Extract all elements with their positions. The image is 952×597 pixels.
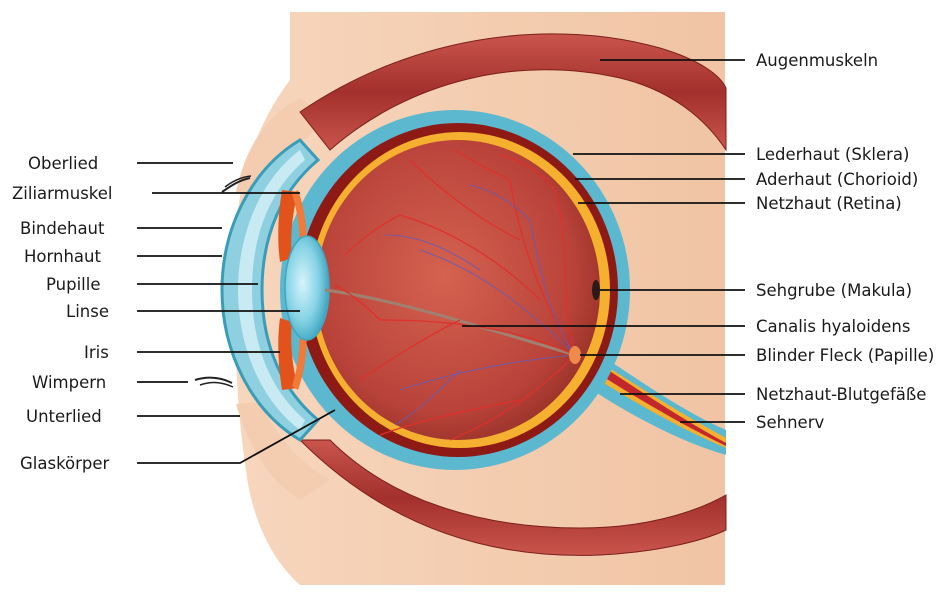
label-glaskoerper: Glaskörper [20, 454, 110, 473]
label-ziliarmuskel: Ziliarmuskel [12, 184, 113, 203]
label-aderhaut: Aderhaut (Chorioid) [756, 170, 918, 189]
label-lederhaut: Lederhaut (Sklera) [756, 145, 909, 164]
label-pupille: Pupille [46, 275, 101, 294]
label-sehgrube: Sehgrube (Makula) [756, 281, 912, 300]
label-canalis: Canalis hyaloidens [756, 317, 911, 336]
label-sehnerv: Sehnerv [756, 413, 824, 432]
label-netzhaut: Netzhaut (Retina) [756, 194, 902, 213]
vitreous-body [316, 140, 600, 440]
label-linse: Linse [66, 302, 109, 321]
label-iris: Iris [84, 343, 109, 362]
label-netzhaut-blutgefaesse: Netzhaut-Blutgefäße [756, 385, 926, 404]
label-hornhaut: Hornhaut [24, 247, 101, 266]
lens [285, 236, 329, 340]
label-oberlied: Oberlied [28, 154, 98, 173]
label-blinder-fleck: Blinder Fleck (Papille) [756, 346, 934, 365]
label-bindehaut: Bindehaut [20, 219, 105, 238]
optic-disc [569, 346, 581, 364]
label-augenmuskeln: Augenmuskeln [756, 51, 878, 70]
label-unterlied: Unterlied [26, 407, 102, 426]
macula [592, 280, 600, 300]
label-wimpern: Wimpern [32, 373, 106, 392]
